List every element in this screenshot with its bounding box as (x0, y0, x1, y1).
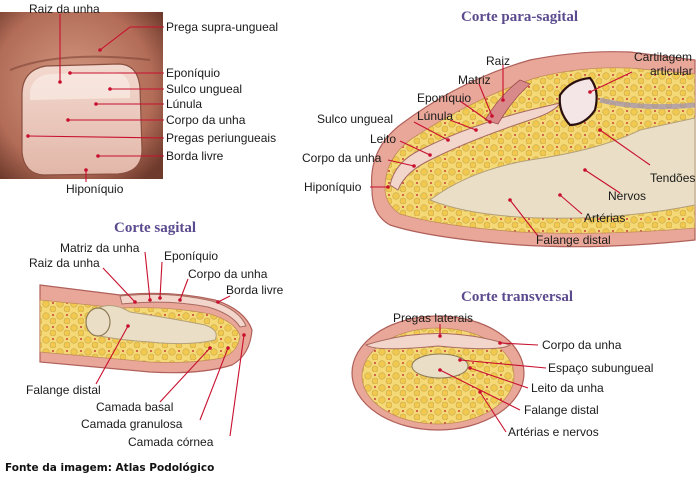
parasagittal-label-arterias: Artérias (584, 211, 625, 225)
transverse-label-espaco-subungueal: Espaço subungueal (548, 361, 653, 375)
parasagittal-label-falange-distal: Falange distal (536, 233, 611, 247)
sagittal-leaders (95, 251, 246, 437)
transverse-title: Corte transversal (461, 289, 573, 305)
photo-label-raiz-da-unha: Raiz da unha (29, 2, 100, 16)
parasagittal-label-matriz: Matriz (458, 73, 491, 87)
sagittal-label-falange-distal: Falange distal (26, 383, 101, 397)
image-source-credit: Fonte da imagem: Atlas Podológico (5, 462, 214, 474)
sagittal-label-borda-livre: Borda livre (226, 283, 284, 297)
fingernail-photo (0, 12, 163, 179)
sagittal-label-corpo-da-unha: Corpo da unha (188, 267, 268, 281)
photo-leaders (26, 14, 165, 182)
photo-label-sulco-ungueal: Sulco ungueal (166, 82, 242, 96)
transverse-leaders (438, 324, 547, 433)
parasagittal-label-hiponiquio: Hiponíquio (304, 180, 362, 194)
sagittal-label-camada-cornea: Camada córnea (128, 435, 214, 449)
parasagittal-label-cartilagem: Cartilagem (634, 50, 692, 64)
sagittal-label-raiz-da-unha: Raiz da unha (29, 256, 100, 270)
parasagittal-title: Corte para-sagital (461, 9, 578, 25)
parasagittal-label-leito: Leito (370, 132, 396, 146)
parasagittal-label-tendoes: Tendões (650, 171, 695, 185)
photo-label-eponiquio: Eponíquio (166, 66, 220, 80)
transverse-label-leito-da-unha: Leito da unha (531, 381, 604, 395)
photo-label-lunula: Lúnula (166, 97, 202, 111)
parasagittal-label-lunula: Lúnula (417, 109, 453, 123)
sagittal-label-camada-basal: Camada basal (96, 400, 173, 414)
sagittal-label-camada-granulosa: Camada granulosa (81, 417, 183, 431)
photo-label-prega-supra-ungueal: Prega supra-ungueal (166, 20, 278, 34)
transverse-label-falange-distal: Falange distal (524, 403, 599, 417)
transverse-label-arterias-e-nervos: Artérias e nervos (508, 425, 599, 439)
parasagittal-label-raiz: Raiz (486, 54, 510, 68)
parasagittal-label-corpo-da-unha: Corpo da unha (302, 151, 382, 165)
sagittal-label-eponiquio: Eponíquio (164, 249, 218, 263)
sagittal-section-illustration (39, 284, 253, 374)
parasagittal-leaders (370, 64, 651, 237)
parasagittal-label-nervos: Nervos (608, 189, 646, 203)
parasagittal-section-illustration (370, 51, 696, 248)
photo-label-hiponiquio: Hiponíquio (66, 182, 124, 196)
parasagittal-label-sulco-ungueal: Sulco ungueal (317, 112, 393, 126)
photo-label-corpo-da-unha: Corpo da unha (166, 113, 246, 127)
photo-label-borda-livre: Borda livre (166, 149, 224, 163)
photo-label-pregas-periungueais: Pregas periungueais (166, 131, 276, 145)
parasagittal-label-eponiquio: Eponíquio (417, 91, 471, 105)
transverse-label-corpo-da-unha: Corpo da unha (542, 338, 622, 352)
sagittal-label-matriz-da-unha: Matriz da unha (60, 241, 140, 255)
sagittal-title: Corte sagital (114, 220, 196, 236)
transverse-label-pregas-laterais: Pregas laterais (393, 311, 473, 325)
transverse-section-illustration (351, 315, 525, 431)
parasagittal-label-articular: articular (650, 64, 693, 78)
